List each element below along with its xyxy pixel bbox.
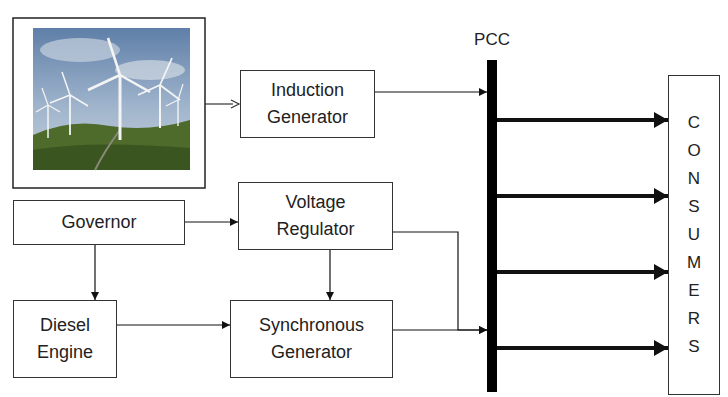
- box-label: CONSUMERS: [686, 109, 703, 361]
- box-label: Induction Generator: [251, 77, 364, 131]
- picture-link: [205, 103, 233, 104]
- feeder-arrow: [497, 270, 668, 274]
- road: [95, 130, 120, 170]
- connector-arrow: [94, 245, 95, 300]
- feeder-arrow: [497, 346, 668, 350]
- engine-box: Diesel Engine: [13, 300, 117, 378]
- regulator-box: Voltage Regulator: [238, 182, 393, 250]
- generator-box: Synchronous Generator: [230, 300, 393, 378]
- box-label: Governor: [61, 209, 136, 236]
- box-label: Voltage Regulator: [249, 189, 382, 243]
- turbines: [36, 38, 183, 140]
- connector-arrow: [375, 91, 487, 92]
- sky: [33, 28, 190, 170]
- consumers-box: CONSUMERS: [668, 75, 720, 395]
- feeder-arrow: [497, 194, 668, 198]
- hill: [33, 144, 190, 170]
- feeder-arrow: [497, 118, 668, 122]
- hill: [33, 120, 190, 170]
- box-label: Diesel Engine: [24, 312, 106, 366]
- connector-arrow: [329, 250, 330, 300]
- connector-arrow: [117, 324, 230, 325]
- bus-label: PCC: [474, 30, 510, 50]
- box-label: Synchronous Generator: [241, 312, 382, 366]
- arrow-head: [231, 100, 239, 108]
- connector-arrow: [393, 329, 487, 330]
- governor-box: Governor: [13, 200, 185, 245]
- pcc-bus: PCC: [487, 60, 497, 392]
- picture-frame: [13, 18, 205, 188]
- generator-box: Induction Generator: [240, 70, 375, 138]
- connector-arrow: [185, 221, 238, 222]
- connector-arrow: [393, 232, 487, 330]
